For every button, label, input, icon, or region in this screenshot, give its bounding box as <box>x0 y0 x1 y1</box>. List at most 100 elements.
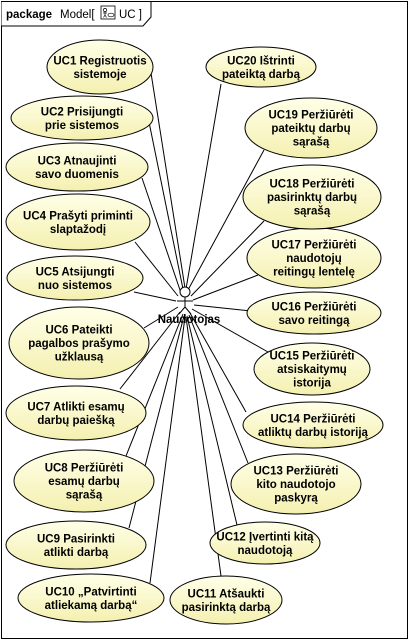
use-case-ellipse <box>5 385 147 441</box>
use-case-label-line: pagalbos prašymo <box>28 338 130 350</box>
use-case-diagram-icon <box>100 5 116 20</box>
use-case-ellipse <box>242 401 384 449</box>
use-case-label-line: UC2 Prisijungti <box>41 106 123 118</box>
association-line-uc4 <box>134 241 179 297</box>
association-line-uc10 <box>149 316 186 584</box>
use-case-label-line: nuo sistemos <box>38 280 112 292</box>
use-case-ellipse <box>242 164 382 230</box>
use-case-label-line: UC16 Peržiūrėti <box>271 301 356 313</box>
use-case-label-line: atsiskaitymų <box>277 364 347 376</box>
use-case-label-line: pateiktą darbą <box>222 69 301 81</box>
use-case-label-line: pasirinktų darbų <box>267 192 357 204</box>
use-case-ellipse <box>244 97 378 159</box>
use-case-label-line: UC1 Registruotis <box>53 55 146 67</box>
use-case-ellipse <box>5 520 147 570</box>
use-case-uc3[interactable]: UC3 Atnaujinti savo duomenis <box>5 142 149 192</box>
use-case-label-line: pateiktų darbų <box>271 123 350 135</box>
use-case-label-line: atliktų darbų istoriją <box>258 427 369 439</box>
use-case-label-line: savo reitingą <box>279 315 351 327</box>
use-case-label-line: pasirinktą darbą <box>182 602 271 614</box>
association-line-uc15 <box>191 308 269 353</box>
use-case-label-line: UC7 Atlikti esamų <box>27 401 124 413</box>
use-case-label-line: UC17 Peržiūrėti <box>271 240 356 252</box>
association-line-uc14 <box>189 312 247 413</box>
package-name-suffix: UC ] <box>119 9 142 21</box>
use-case-label-line: UC8 Peržiūrėti <box>45 463 124 475</box>
use-case-label-line: savo duomenis <box>35 169 119 181</box>
actor-stick-figure <box>177 286 193 315</box>
use-case-label-line: UC13 Peržiūrėti <box>253 466 338 478</box>
use-case-label-line: UC15 Peržiūrėti <box>269 351 354 363</box>
use-case-label-line: UC4 Prašyti priminti <box>23 210 133 222</box>
use-case-label-line: slaptažodį <box>50 224 106 236</box>
use-case-ellipse <box>10 95 154 141</box>
use-case-label-line: sąrašą <box>294 206 331 218</box>
use-case-label-line: esamų darbų <box>48 476 120 488</box>
use-case-label-line: užklausą <box>55 352 104 364</box>
association-line-uc1 <box>150 72 186 289</box>
use-case-ellipse <box>5 193 151 251</box>
association-line-uc19 <box>187 149 265 291</box>
use-case-label-line: sąrašą <box>293 137 330 149</box>
use-case-uc4[interactable]: UC4 Prašyti priminti slaptažodį <box>5 193 151 251</box>
use-case-ellipse <box>17 573 165 623</box>
use-case-label-line: UC14 Peržiūrėti <box>270 413 355 425</box>
use-case-uc9[interactable]: UC9 Pasirinkti atlikti darbą <box>5 520 147 570</box>
use-case-label-line: atlikti darbą <box>44 547 109 559</box>
association-line-uc8 <box>125 313 184 457</box>
association-line-uc5 <box>133 291 177 302</box>
package-name-prefix: Model[ <box>60 9 95 21</box>
use-case-ellipse <box>230 453 362 515</box>
actor-naudotojas[interactable]: Naudotojas <box>158 286 221 326</box>
package-keyword: package <box>6 9 52 21</box>
use-case-ellipse <box>6 255 144 301</box>
association-line-uc20 <box>185 83 222 290</box>
use-case-label-line: UC18 Peržiūrėti <box>269 179 354 191</box>
use-case-label-line: UC12 Įvertinti kitą <box>216 531 314 543</box>
use-case-label-line: sąrašą <box>66 490 103 502</box>
use-case-label-line: UC6 Pateikti <box>45 325 112 337</box>
use-case-label-line: reitingų lentelę <box>273 267 355 279</box>
association-line-uc11 <box>185 316 222 577</box>
use-case-label-line: kito naudotojo <box>256 479 335 491</box>
use-case-uc16[interactable]: UC16 Peržiūrėti savo reitingą <box>246 291 382 335</box>
association-line-uc3 <box>141 177 182 294</box>
association-line-uc2 <box>148 121 184 290</box>
association-line-uc16 <box>193 304 252 312</box>
use-case-label-line: paskyrą <box>274 493 318 505</box>
use-case-ellipse <box>8 306 150 380</box>
use-case-ellipse <box>246 291 382 335</box>
use-case-ellipse <box>169 575 283 625</box>
actor-label: Naudotojas <box>158 314 221 326</box>
association-line-uc6 <box>143 306 179 329</box>
use-case-uc12[interactable]: UC12 Įvertinti kitą naudotoją <box>209 521 321 565</box>
association-line-uc17 <box>192 274 259 301</box>
association-line-uc7 <box>119 311 181 390</box>
use-case-ellipse <box>205 46 317 88</box>
use-case-label-line: UC9 Pasirinkti <box>37 533 115 545</box>
use-case-uc14[interactable]: UC14 Peržiūrėti atliktų darbų istoriją <box>242 401 384 449</box>
use-case-ellipse <box>253 342 371 396</box>
use-case-ellipse <box>46 39 154 95</box>
use-case-label-line: naudotoją <box>238 545 294 557</box>
use-case-ellipse <box>5 142 149 192</box>
use-case-label-line: UC3 Atnaujinti <box>38 155 117 167</box>
use-case-ellipse <box>13 449 155 513</box>
package-header: package Model[ UC ] <box>1 1 152 27</box>
